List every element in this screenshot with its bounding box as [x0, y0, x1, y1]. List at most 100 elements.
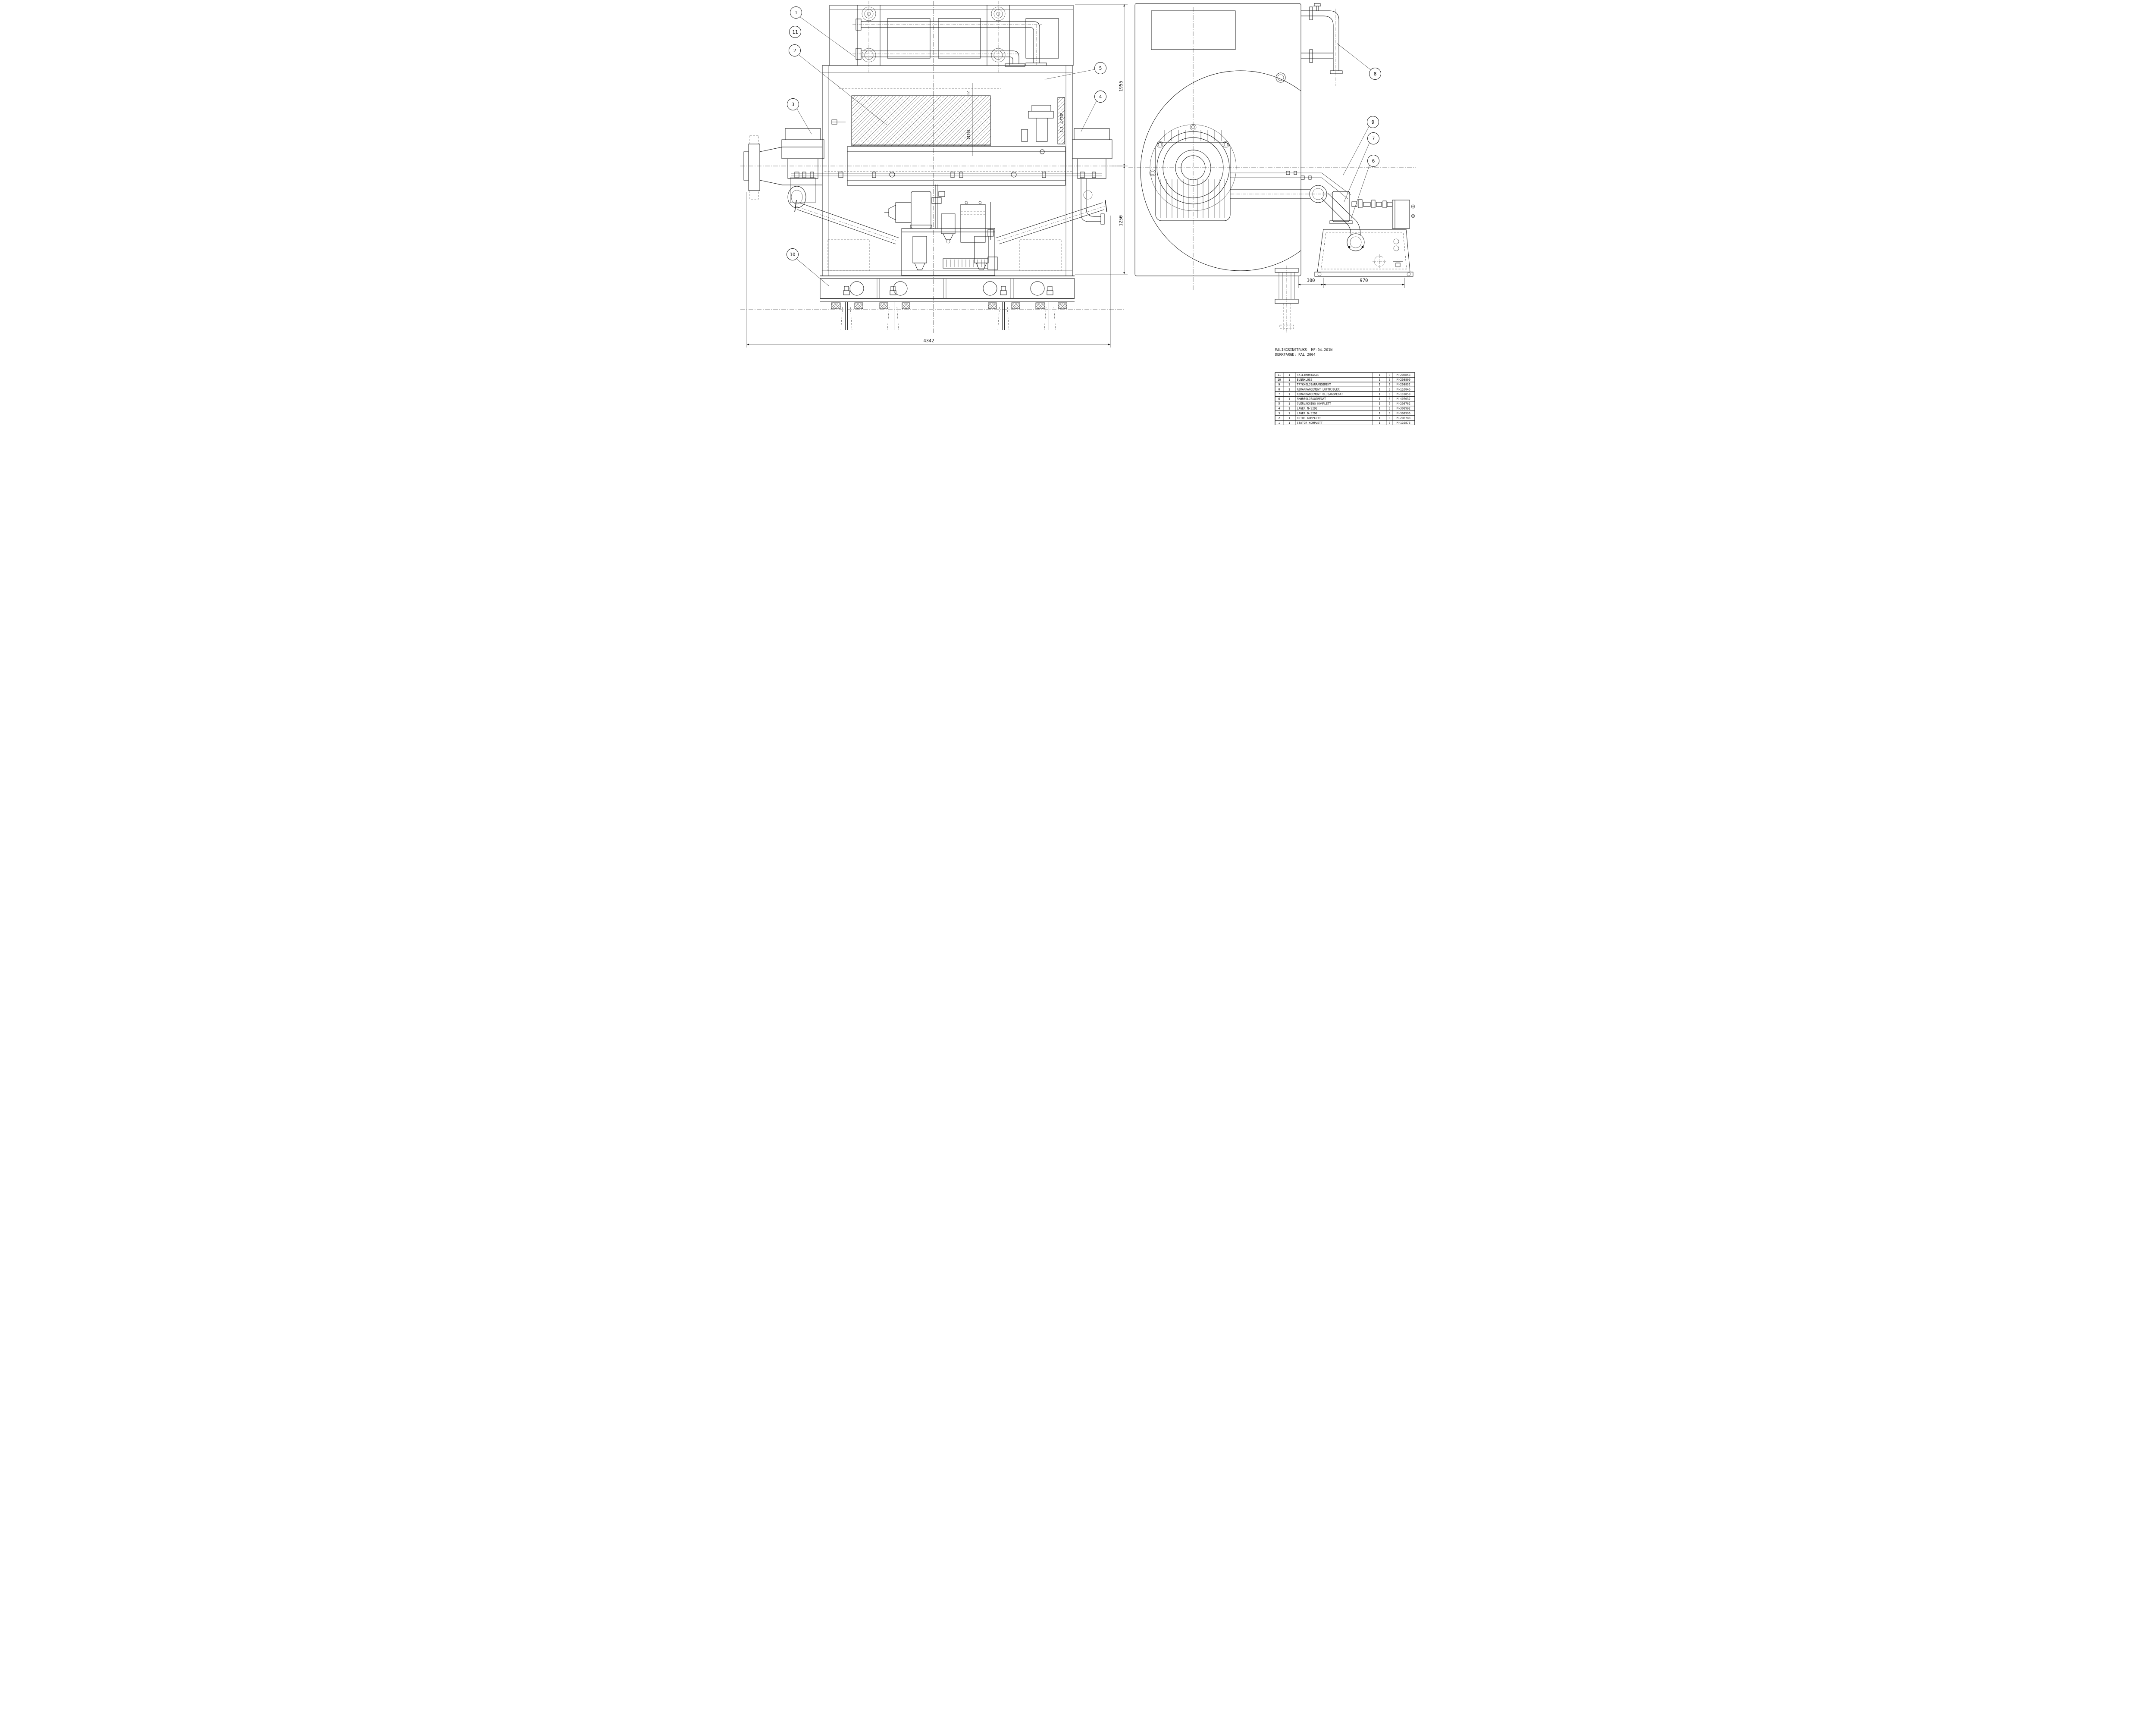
side-section-view: 12 Ø1766 3.5 LUFTSP.: [740, 1, 1125, 333]
leader-line: [1343, 126, 1369, 175]
oil-aggregate: [1315, 191, 1415, 276]
table-cell: 1: [1288, 378, 1290, 382]
table-cell: 1: [1288, 383, 1290, 386]
flange-bolts: [1150, 124, 1229, 176]
instrument-piping: [791, 172, 1102, 178]
table-cell: LAGER N-SIDE: [1297, 407, 1318, 410]
paint-notes: MALINGSINSTRUKS: MF-04.201N DEKKFARGE: R…: [1275, 347, 1332, 357]
table-cell: M-308996: [1397, 412, 1410, 415]
balloon-11: 11: [790, 26, 801, 38]
table-cell: 1: [1288, 388, 1290, 391]
housing-outline: [1135, 3, 1301, 276]
table-cell: 1: [1379, 407, 1381, 410]
svg-text:4: 4: [1099, 94, 1102, 100]
table-cell: M-308992: [1397, 407, 1410, 410]
table-cell: 7: [1279, 392, 1280, 396]
table-cell: RØRARRANGEMENT LUFTKJØLER: [1297, 388, 1340, 391]
table-cell: M-208762: [1397, 402, 1410, 406]
shaft-coupling: [744, 135, 822, 199]
bearing-eye: [1310, 185, 1327, 203]
table-cell: M-407032: [1397, 398, 1410, 401]
junction-box: [1392, 200, 1410, 229]
shim-pads: [831, 303, 1067, 309]
dim-overall-length: 4342: [923, 338, 934, 344]
table-cell: S: [1389, 373, 1391, 377]
dim-height-lower: 1250: [1119, 215, 1124, 226]
table-cell: S: [1389, 388, 1391, 391]
table-cell: M-208853: [1397, 373, 1410, 377]
table-cell: 1: [1379, 421, 1381, 425]
table-cell: 1: [1288, 416, 1290, 420]
svg-text:10: 10: [790, 252, 795, 257]
svg-text:11: 11: [792, 29, 798, 35]
leader-line: [1344, 143, 1369, 202]
dim-oil-unit-width: 970: [1360, 278, 1368, 283]
svg-text:7: 7: [1372, 136, 1375, 141]
table-cell: 1: [1288, 421, 1290, 425]
stator-core-section: [852, 96, 990, 146]
svg-text:9: 9: [1372, 119, 1375, 125]
balloon-3: 3: [787, 99, 812, 135]
table-cell: 3: [1279, 412, 1280, 415]
table-cell: 1: [1288, 412, 1290, 415]
table-cell: 1: [1379, 416, 1381, 420]
svg-text:1: 1: [795, 10, 798, 16]
table-cell: TRYKKOLJEARRANGEMENT: [1297, 383, 1331, 386]
leader-line: [797, 109, 812, 134]
balloon-9: 9: [1343, 116, 1379, 175]
table-cell: S: [1389, 412, 1391, 415]
bearing-d-side: [782, 128, 824, 208]
stator-frame: 12 Ø1766 3.5 LUFTSP.: [822, 66, 1072, 276]
table-cell: 1: [1379, 398, 1381, 401]
drawing-sheet: 12 Ø1766 3.5 LUFTSP.: [740, 0, 1416, 425]
table-cell: S: [1389, 402, 1391, 406]
oil-piping: [1230, 171, 1364, 251]
lube-oil-unit: [884, 185, 997, 275]
dim-foot-offset: 300: [1307, 278, 1315, 283]
table-cell: 2: [1279, 416, 1280, 420]
table-cell: SKILTMONTASJE: [1297, 373, 1319, 377]
foot-beam: [1275, 266, 1298, 333]
table-cell: 1: [1379, 373, 1381, 377]
finned-bracket: [1156, 142, 1230, 221]
oil-filter: [941, 214, 955, 234]
leader-line: [796, 259, 829, 286]
table-cell: S: [1389, 383, 1391, 386]
table-cell: S: [1389, 398, 1391, 401]
svg-text:8: 8: [1374, 71, 1377, 77]
table-cell: 6: [1279, 398, 1280, 401]
table-cell: 1: [1379, 388, 1381, 391]
oil-drain-pipes: [795, 200, 1107, 244]
balloon-10: 10: [787, 249, 829, 286]
table-cell: SMØREOLJEAGGREGAT: [1297, 398, 1326, 401]
table-cell: 1: [1379, 412, 1381, 415]
table-cell: S: [1389, 407, 1391, 410]
dim-core-step: 12: [966, 91, 970, 95]
svg-text:6: 6: [1372, 158, 1375, 164]
table-cell: S: [1389, 416, 1391, 420]
leader-line: [1081, 101, 1097, 131]
balloon-callouts: 1 11 2 3 10 5 4 8 9 7 6: [787, 7, 1381, 286]
table-cell: 1: [1379, 402, 1381, 406]
table-cell: 1: [1379, 378, 1381, 382]
note-paint-instruction: MALINGSINSTRUKS: MF-04.201N: [1275, 347, 1332, 352]
table-cell: 1: [1279, 421, 1280, 425]
table-cell: M-208832: [1397, 383, 1410, 386]
table-cell: 1: [1379, 392, 1381, 396]
balloon-6: 6: [1351, 155, 1379, 219]
table-cell: 10: [1278, 378, 1281, 382]
leader-line: [799, 55, 887, 125]
table-cell: ROTOR KOMPLETT: [1297, 416, 1321, 420]
dimensions: 4342 1955 1250 300 970: [746, 4, 1405, 347]
leader-line: [1337, 44, 1371, 70]
